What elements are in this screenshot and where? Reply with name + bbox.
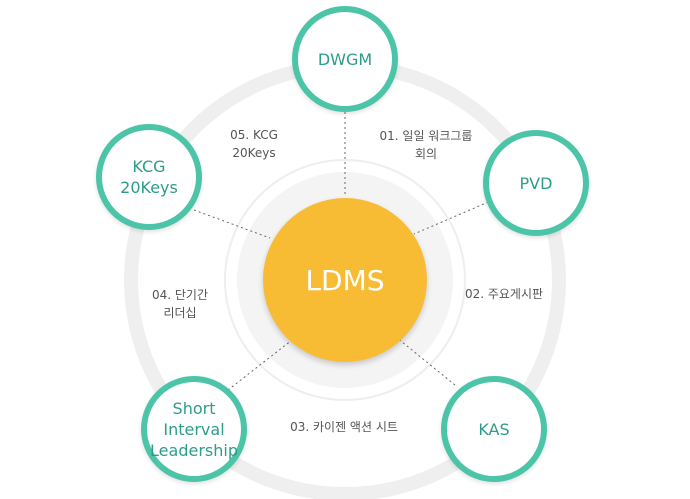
center-label: LDMS — [305, 263, 385, 297]
node-kcg-20keys: KCG 20Keys — [96, 124, 202, 230]
node-dwgm-label: DWGM — [317, 49, 373, 69]
node-dwgm: DWGM — [292, 6, 398, 112]
center-node-ldms: LDMS — [263, 198, 427, 362]
edge-label-04: 04. 단기간 리더십 — [151, 288, 209, 320]
node-kas-label: KAS — [478, 419, 510, 439]
edge-label-02: 02. 주요게시판 — [464, 287, 544, 301]
node-short-interval-leadership: Short Interval Leadership — [141, 376, 247, 482]
edge-label-01: 01. 일일 워크그룹 회의 — [379, 129, 473, 161]
node-pvd-label: PVD — [519, 173, 553, 193]
node-pvd: PVD — [483, 130, 589, 236]
node-short-interval-label: Short Interval Leadership — [150, 398, 238, 460]
connector-short-interval — [227, 339, 293, 391]
edge-label-05: 05. KCG 20Keys — [230, 128, 278, 160]
connector-pvd — [413, 199, 494, 235]
edge-label-03: 03. 카이젠 액션 시트 — [290, 420, 398, 434]
node-kas: KAS — [441, 376, 547, 482]
connector-kcg — [193, 209, 271, 239]
node-kcg-label: KCG 20Keys — [120, 157, 178, 197]
inner-ring — [224, 159, 466, 401]
